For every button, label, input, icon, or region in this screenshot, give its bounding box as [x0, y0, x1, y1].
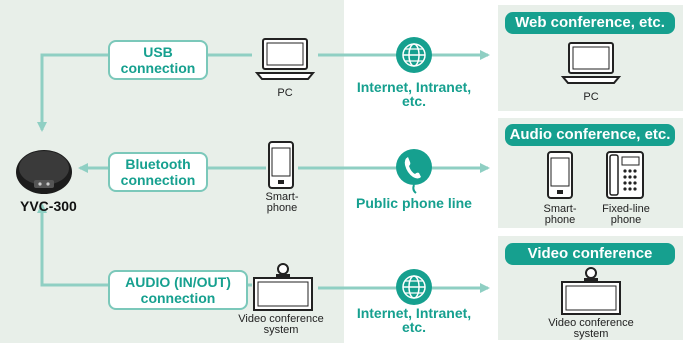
- pc-label: PC: [277, 87, 293, 99]
- phone-line-label: Public phone line: [356, 195, 472, 211]
- smartphone-icon: [547, 151, 573, 199]
- video-conference-system-icon: [253, 263, 313, 311]
- globe-icon: [396, 269, 432, 305]
- audio-conference-title: Audio conference, etc.: [505, 124, 675, 146]
- usb-connection-label: USB connection: [108, 40, 208, 80]
- phone-handset-icon: [396, 149, 432, 194]
- audio-smartphone-label: Smart-phone: [543, 203, 577, 226]
- web-pc-label: PC: [583, 91, 599, 103]
- globe-icon: [396, 37, 432, 73]
- laptop-icon: [254, 38, 316, 80]
- video-conference-system-icon: [561, 267, 621, 315]
- internet-label-1: Internet, Intranet, etc.: [356, 79, 472, 109]
- speakerphone-icon: [16, 150, 72, 194]
- smartphone-label: Smart-phone: [265, 191, 299, 214]
- video-conference-device-label: Video conference system: [548, 317, 634, 340]
- video-system-label: Video conference system: [238, 313, 324, 336]
- smartphone-icon: [268, 141, 294, 189]
- web-conference-title: Web conference, etc.: [505, 12, 675, 34]
- bluetooth-connection-label: Bluetooth connection: [108, 152, 208, 192]
- internet-label-2: Internet, Intranet, etc.: [356, 305, 472, 335]
- video-conference-title: Video conference: [505, 243, 675, 265]
- laptop-icon: [560, 42, 622, 84]
- device-name: YVC-300: [20, 198, 77, 214]
- audio-connection-label: AUDIO (IN/OUT) connection: [108, 270, 248, 310]
- fixed-line-phone-label: Fixed-line phone: [602, 203, 650, 226]
- fixed-line-phone-icon: [606, 151, 644, 199]
